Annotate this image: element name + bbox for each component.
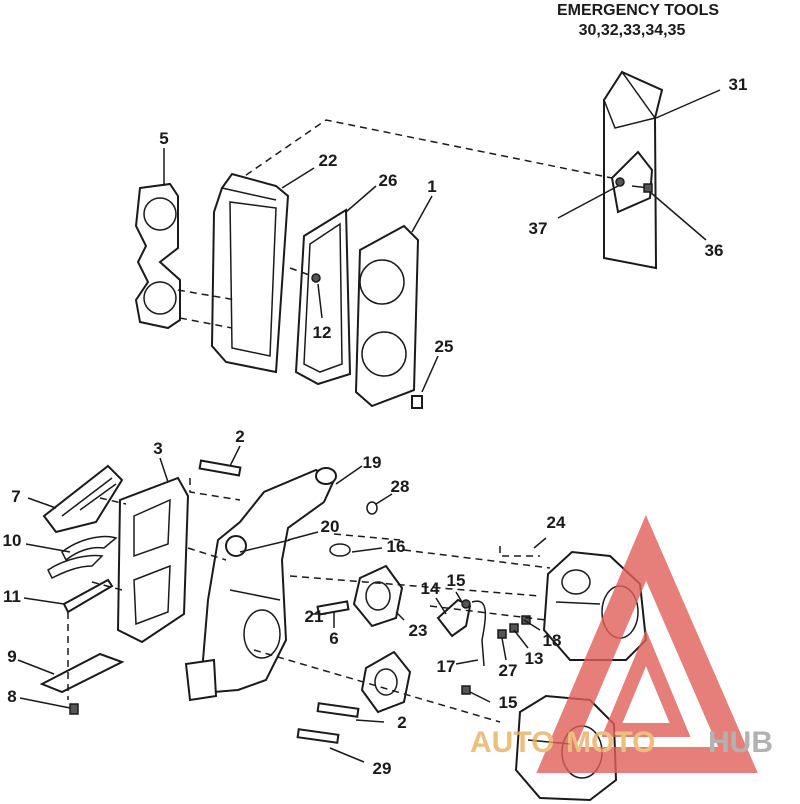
watermark-logo: AUTO MOTO HUB [470,515,773,773]
callout-17: 17 [437,657,456,676]
callout-6: 6 [329,629,338,648]
callout-12: 12 [313,323,332,342]
callout-37: 37 [529,219,548,238]
bracket-23 [436,598,472,638]
callout-2-lower: 2 [397,713,406,732]
dashed-guide-d [189,478,241,501]
watermark-text-auto: AUTO [470,726,554,759]
plug-28 [366,501,378,515]
callout-10: 10 [3,531,22,550]
bolt-21 [316,600,350,616]
plate-9 [39,652,125,694]
callout-20: 20 [321,517,340,536]
callout-8: 8 [7,687,16,706]
dashed-guide-k [253,649,501,723]
callout-19: 19 [363,453,382,472]
warning-triangle-inner-icon [601,629,691,737]
screws-13-27-18 [497,615,531,639]
callout-21: 21 [305,607,324,626]
reed-stop-11 [62,578,114,614]
reed-petals-10 [47,535,118,580]
callout-1: 1 [427,177,436,196]
bushing-15-lower [461,685,471,695]
callout-31: 31 [729,75,748,94]
header-tool-numbers: 30,32,33,34,35 [579,22,686,39]
header-title: EMERGENCY TOOLS [557,2,719,19]
dashed-guide-l [499,546,540,557]
gasket-26 [294,208,352,386]
dashed-guide-e [187,547,227,561]
bolt-2-lower [316,702,360,718]
callout-26: 26 [379,171,398,190]
dashed-guide-g [91,581,123,591]
watermark-text-hub: HUB [708,726,773,759]
cover-22 [210,172,290,374]
bolt-29 [296,728,340,744]
dashed-guide-n [429,605,547,621]
callout-28: 28 [391,477,410,496]
callout-23: 23 [409,621,428,640]
gasket-3 [116,476,190,644]
callout-24: 24 [547,513,566,532]
callout-36: 36 [705,241,724,260]
dashed-guide-i [289,575,541,597]
watermark-text-moto: MOTO [566,726,655,759]
screw-8 [69,703,79,715]
dashed-guide-f [99,497,127,505]
reed-block-7 [42,464,124,534]
callout-15-lower: 15 [499,693,518,712]
intake-manifold [184,467,337,702]
callout-16: 16 [387,537,406,556]
screw-12 [311,273,321,283]
bolt-2-upper [198,459,242,477]
callout-15-upper: 15 [447,571,466,590]
dashed-guide-a [177,289,237,301]
callout-18: 18 [543,631,562,650]
callout-3: 3 [153,439,162,458]
callout-25: 25 [435,337,454,356]
gasket-16 [352,564,404,628]
callout-27: 27 [499,661,518,680]
gasket-5 [134,182,181,330]
gasket-lower [360,650,412,714]
callout-9: 9 [7,647,16,666]
o-ring-16 [329,543,351,557]
callout-29: 29 [373,759,392,778]
callout-13: 13 [525,649,544,668]
warning-triangle-icon [536,515,758,773]
dashed-guide-c [289,267,313,277]
callout-22: 22 [319,151,338,170]
emergency-tool-31 [603,70,664,270]
callout-5: 5 [159,129,168,148]
dashed-guide-b [179,317,233,329]
dashed-guide-tool [235,119,613,183]
callout-11: 11 [3,587,21,606]
dashed-guide-j [403,549,551,569]
callout-7: 7 [11,487,20,506]
reed-plate-1 [354,224,420,408]
callout-14: 14 [421,579,440,598]
callout-2-upper: 2 [235,427,244,446]
screw-25 [411,395,423,409]
link-17 [471,600,487,667]
